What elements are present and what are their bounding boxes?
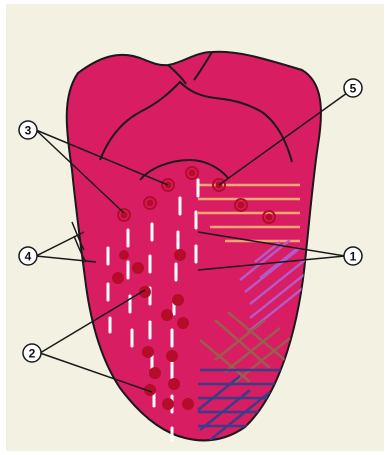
callout-4: 4 — [19, 247, 37, 265]
callout-4-label: 4 — [25, 250, 32, 264]
callout-1: 1 — [344, 247, 362, 265]
callout-5: 5 — [344, 79, 362, 97]
callout-3: 3 — [19, 121, 37, 139]
callout-2: 2 — [23, 344, 41, 362]
callout-3-label: 3 — [25, 124, 32, 138]
callout-1-label: 1 — [350, 250, 357, 264]
callout-2-label: 2 — [29, 347, 36, 361]
callout-5-label: 5 — [350, 82, 357, 96]
